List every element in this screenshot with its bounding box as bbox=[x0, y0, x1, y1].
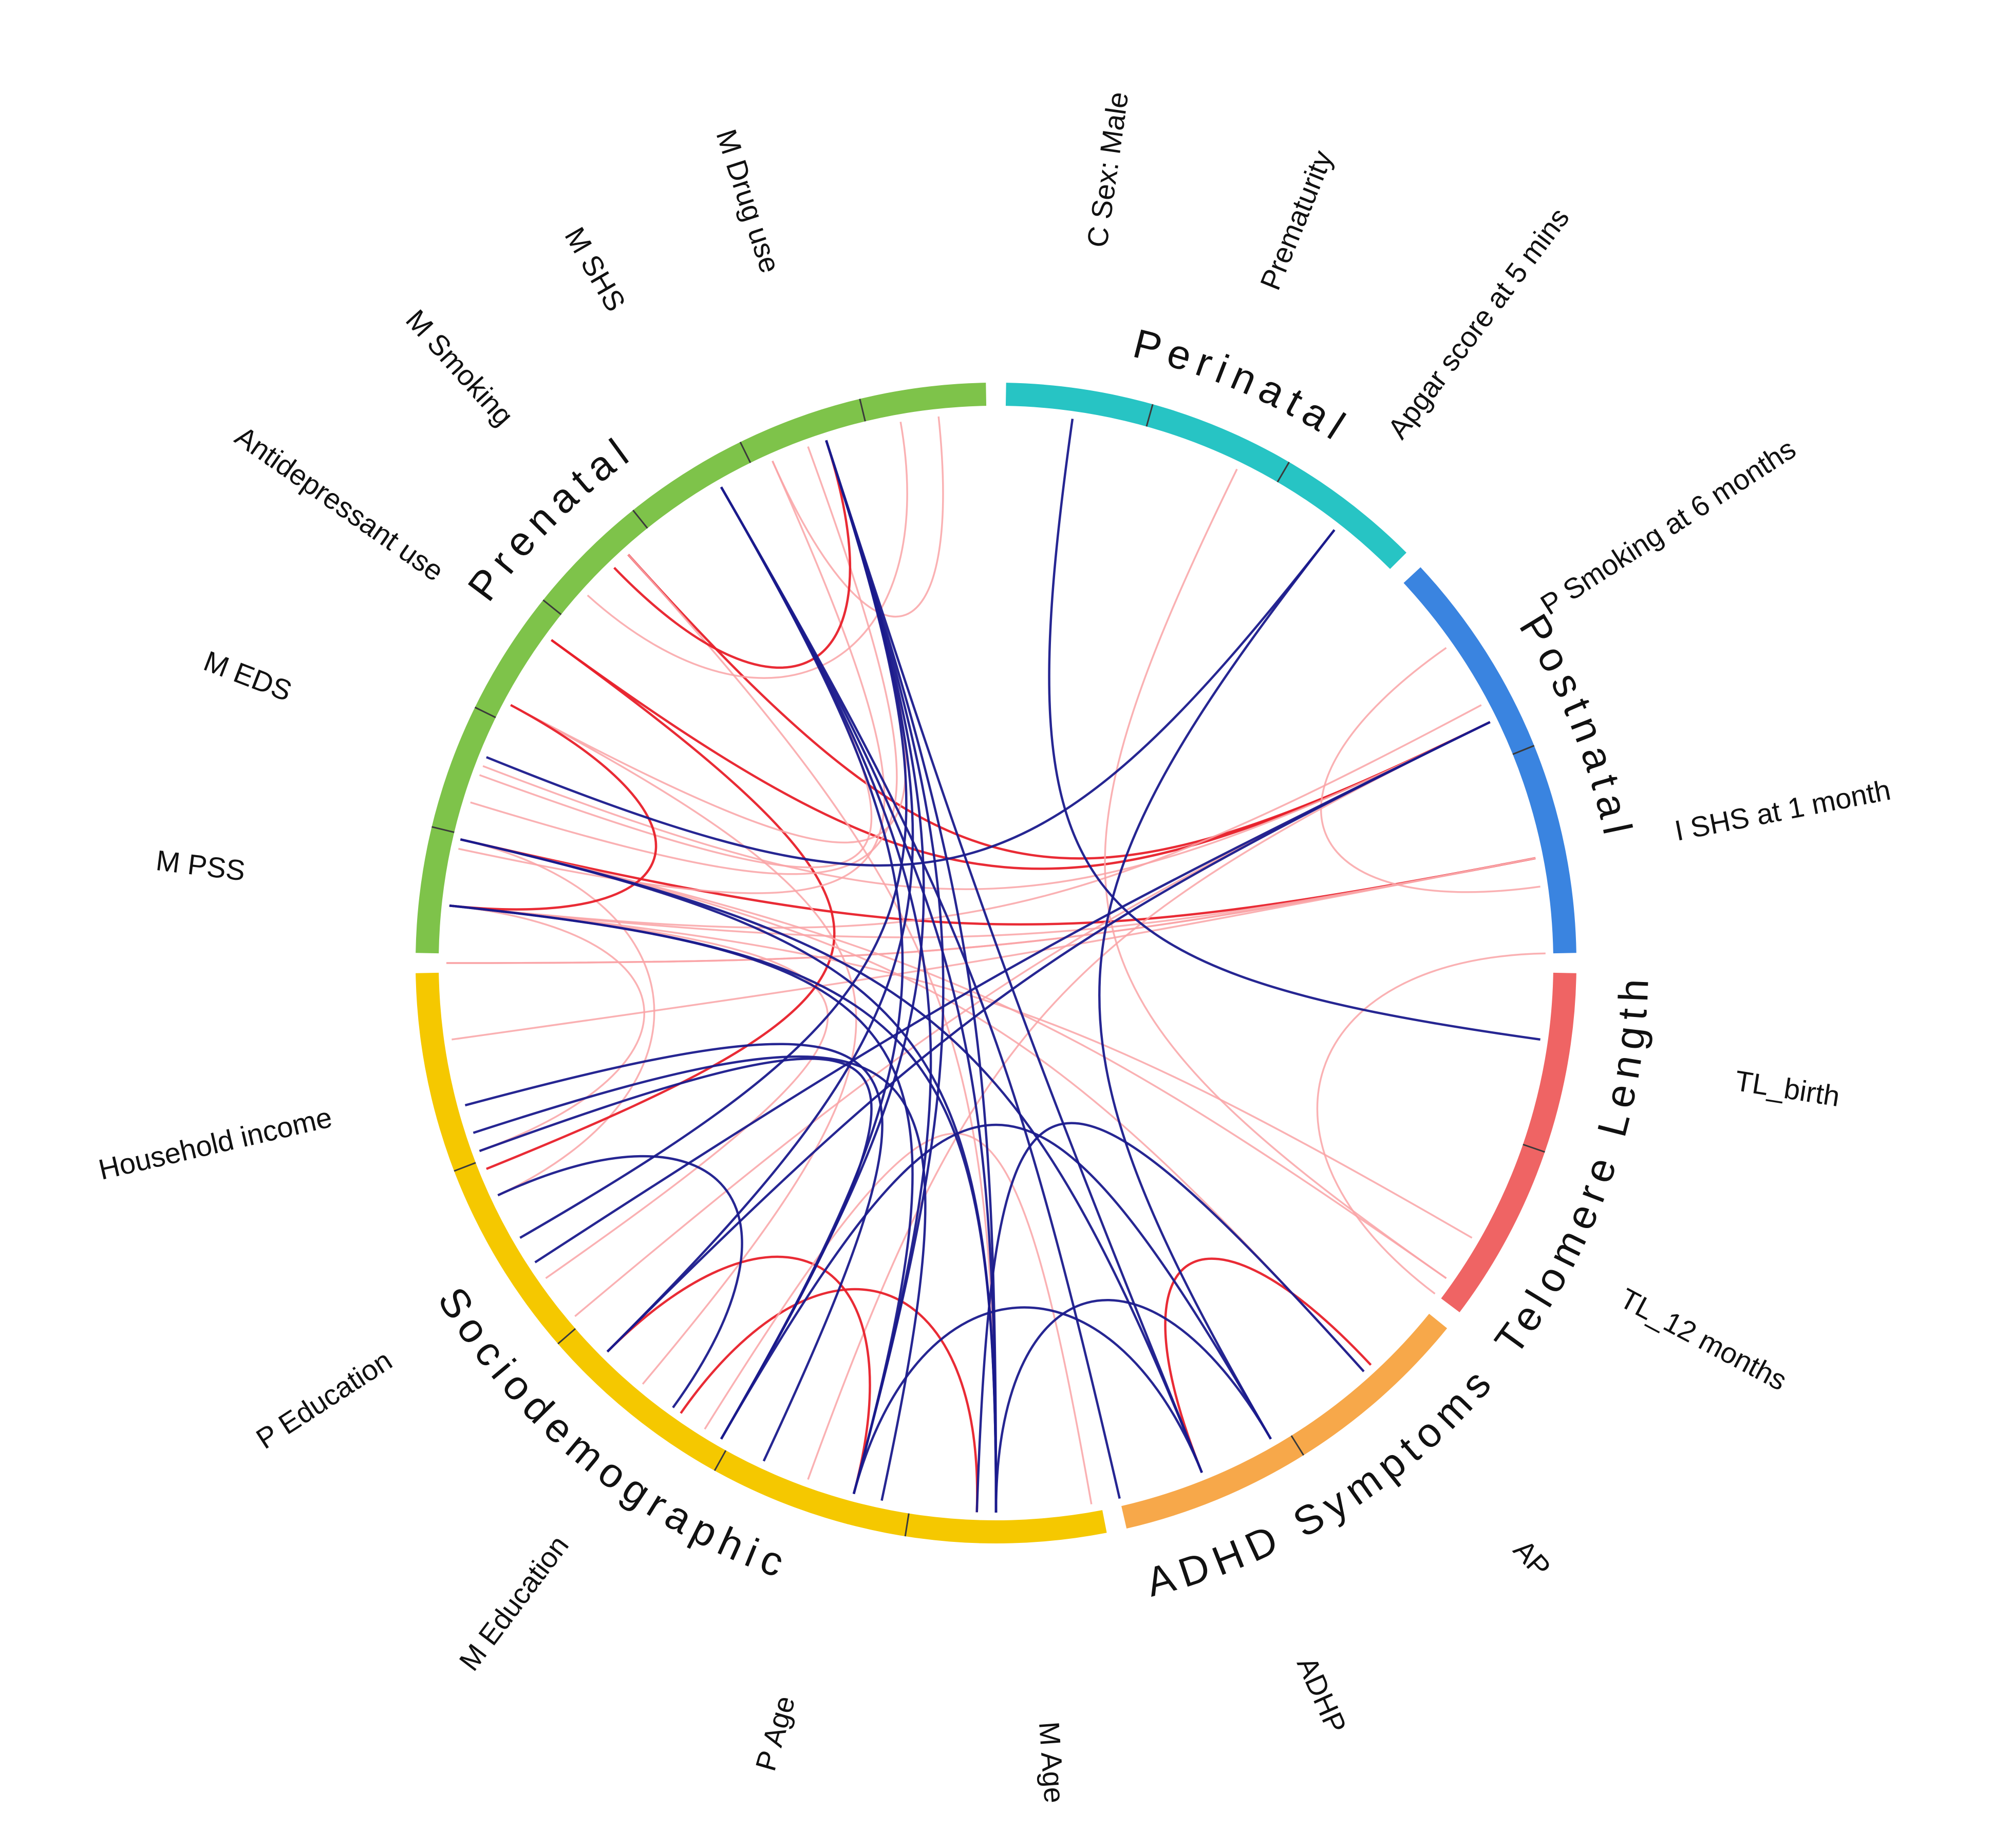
variable-label-tl-birth: TL_birth bbox=[1733, 1064, 1842, 1112]
segment-divider-prenatal-4 bbox=[632, 510, 648, 529]
group-arc-perinatal bbox=[1005, 383, 1407, 569]
segment-divider-prenatal-3 bbox=[542, 599, 562, 615]
chord-link-61 bbox=[497, 1155, 743, 1408]
segment-divider-perinatal-1 bbox=[1145, 404, 1154, 427]
variable-label-household-income: Household income bbox=[96, 1101, 335, 1186]
segment-divider-perinatal-2 bbox=[1276, 461, 1290, 483]
segment-divider-prenatal-1 bbox=[431, 826, 455, 833]
chord-link-46 bbox=[720, 486, 932, 1495]
chord-link-2 bbox=[482, 721, 1491, 890]
variable-label-m-education: M Education bbox=[453, 1530, 575, 1677]
variable-label-i-shs-at-1-month: I SHS at 1 month bbox=[1672, 774, 1893, 847]
group-arc-telomere bbox=[1441, 972, 1576, 1313]
chord-link-60 bbox=[479, 1057, 873, 1440]
group-arc-postnatal bbox=[1403, 567, 1576, 954]
chord-link-45 bbox=[825, 440, 1203, 1473]
chord-link-34 bbox=[1164, 1257, 1372, 1473]
variable-label-m-age: M Age bbox=[1033, 1721, 1071, 1804]
segment-divider-prenatal-2 bbox=[474, 706, 496, 719]
chord-link-53 bbox=[449, 904, 914, 1495]
chord-link-37 bbox=[1098, 529, 1336, 1440]
segment-divider-sociodemographic-1 bbox=[904, 1513, 910, 1537]
chord-link-57 bbox=[975, 1122, 1365, 1513]
segment-divider-sociodemographic-3 bbox=[557, 1328, 576, 1345]
group-arc-adhd bbox=[1121, 1313, 1448, 1529]
chord-link-31 bbox=[606, 1255, 871, 1495]
chord-link-15 bbox=[460, 838, 1365, 1372]
chord-link-55 bbox=[852, 1306, 1203, 1495]
chord-link-42 bbox=[720, 440, 925, 1440]
chord-link-23 bbox=[587, 421, 908, 679]
chord-link-1 bbox=[627, 554, 1491, 860]
chord-link-54 bbox=[720, 1124, 1272, 1440]
chord-link-47 bbox=[720, 486, 904, 1440]
chord-link-17 bbox=[807, 721, 1491, 1480]
variable-label-p-education: P Education bbox=[250, 1344, 398, 1455]
chord-link-10 bbox=[460, 838, 655, 1196]
chord-link-3 bbox=[460, 838, 1536, 926]
chord-link-29 bbox=[449, 704, 657, 911]
chord-link-35 bbox=[1048, 419, 1540, 1041]
chord-link-5 bbox=[449, 704, 1482, 929]
variable-label-apgar-score-at-5-mins: Apgar score at 5 mins bbox=[1381, 202, 1575, 445]
variable-label-p-smoking-at-6-months: P Smoking at 6 months bbox=[1535, 432, 1801, 621]
group-label-prenatal: Prenatal bbox=[459, 426, 642, 609]
variable-label-c-sex-male: C Sex: Male bbox=[1081, 90, 1135, 250]
variable-label-p-age: P Age bbox=[749, 1692, 801, 1775]
chord-link-14 bbox=[449, 904, 1473, 1239]
chord-link-59 bbox=[473, 1055, 927, 1501]
group-arcs-layer bbox=[416, 383, 1576, 1543]
variable-label-m-eds: M EDS bbox=[200, 645, 296, 707]
chord-link-19 bbox=[446, 857, 1536, 964]
group-label-sociodemographic: Sociodemographic bbox=[429, 1279, 797, 1588]
segment-divider-sociodemographic-4 bbox=[454, 1162, 476, 1172]
chord-link-36 bbox=[486, 529, 1336, 867]
chord-link-6 bbox=[446, 857, 1536, 964]
variable-label-ap: AP bbox=[1507, 1534, 1557, 1584]
variable-label-m-drug-use: M Drug use bbox=[710, 125, 786, 277]
group-label-postnatal: Postnatal bbox=[1511, 606, 1642, 845]
variable-label-m-smoking: M Smoking bbox=[400, 304, 520, 432]
segment-divider-adhd-1 bbox=[1290, 1435, 1305, 1456]
variable-label-adhp: ADHP bbox=[1291, 1652, 1353, 1738]
chord-link-33 bbox=[1320, 647, 1540, 893]
chord-link-39 bbox=[534, 721, 1491, 1264]
chord-link-49 bbox=[720, 486, 1121, 1499]
segment-divider-postnatal-1 bbox=[1512, 745, 1535, 755]
segment-divider-prenatal-6 bbox=[859, 399, 866, 422]
variable-label-m-shs: M SHS bbox=[558, 221, 632, 316]
segment-divider-sociodemographic-2 bbox=[713, 1450, 727, 1472]
segment-divider-telomere-1 bbox=[1523, 1143, 1545, 1153]
chord-link-38 bbox=[606, 721, 1491, 1353]
chord-link-58 bbox=[464, 1043, 884, 1462]
chord-link-28 bbox=[613, 440, 852, 669]
group-label-perinatal: Perinatal bbox=[1129, 320, 1359, 452]
chord-link-16 bbox=[1104, 468, 1447, 1279]
links-layer bbox=[446, 416, 1546, 1513]
variable-label-m-pss: M PSS bbox=[154, 844, 247, 887]
chord-link-30 bbox=[680, 1288, 979, 1513]
chord-link-56 bbox=[994, 1299, 1272, 1513]
chord-link-26 bbox=[458, 460, 886, 894]
chord-link-48 bbox=[720, 486, 998, 1513]
variable-label-antidepressant-use: Antidepressant use bbox=[230, 420, 450, 588]
chord-link-22 bbox=[772, 416, 944, 618]
chord-link-13 bbox=[460, 838, 1447, 1279]
chord-link-11 bbox=[449, 904, 646, 1152]
variable-label-tl-12-months: TL_12 months bbox=[1615, 1282, 1793, 1397]
variable-label-prematurity: Prematurity bbox=[1254, 146, 1339, 294]
chord-link-12 bbox=[486, 639, 836, 1170]
chord-link-20 bbox=[1316, 952, 1546, 1295]
group-label-adhd: ADHD Symptoms bbox=[1141, 1356, 1504, 1605]
chord-link-8 bbox=[510, 704, 857, 1385]
segment-divider-prenatal-5 bbox=[739, 441, 751, 463]
